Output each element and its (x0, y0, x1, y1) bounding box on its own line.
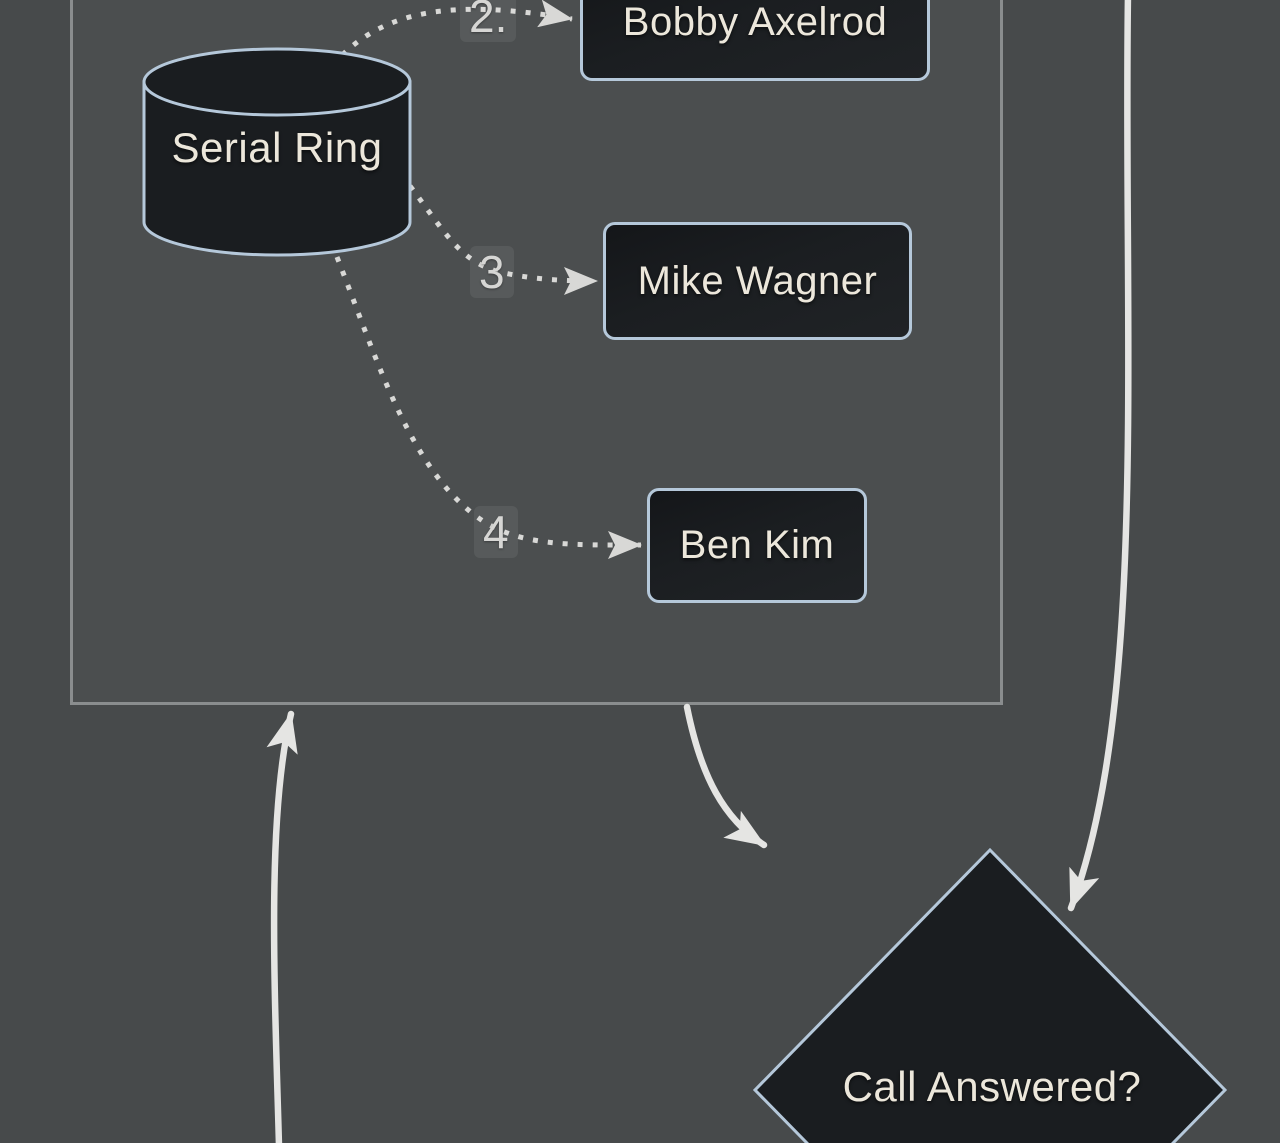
edge-incoming-to-decision (1067, 0, 1132, 912)
serial-ring-node[interactable] (142, 47, 412, 257)
bobby-axelrod-node[interactable]: Bobby Axelrod (580, 0, 930, 81)
edge-group-to-decision (683, 703, 768, 849)
mike-wagner-label: Mike Wagner (637, 258, 878, 303)
ben-kim-label: Ben Kim (679, 523, 835, 567)
edge-return-to-group (266, 710, 298, 1143)
mike-wagner-node[interactable]: Mike Wagner (603, 222, 912, 340)
call-answered-node[interactable] (752, 847, 1228, 1143)
bobby-axelrod-label: Bobby Axelrod (622, 0, 888, 44)
ben-kim-node[interactable]: Ben Kim (647, 488, 867, 603)
